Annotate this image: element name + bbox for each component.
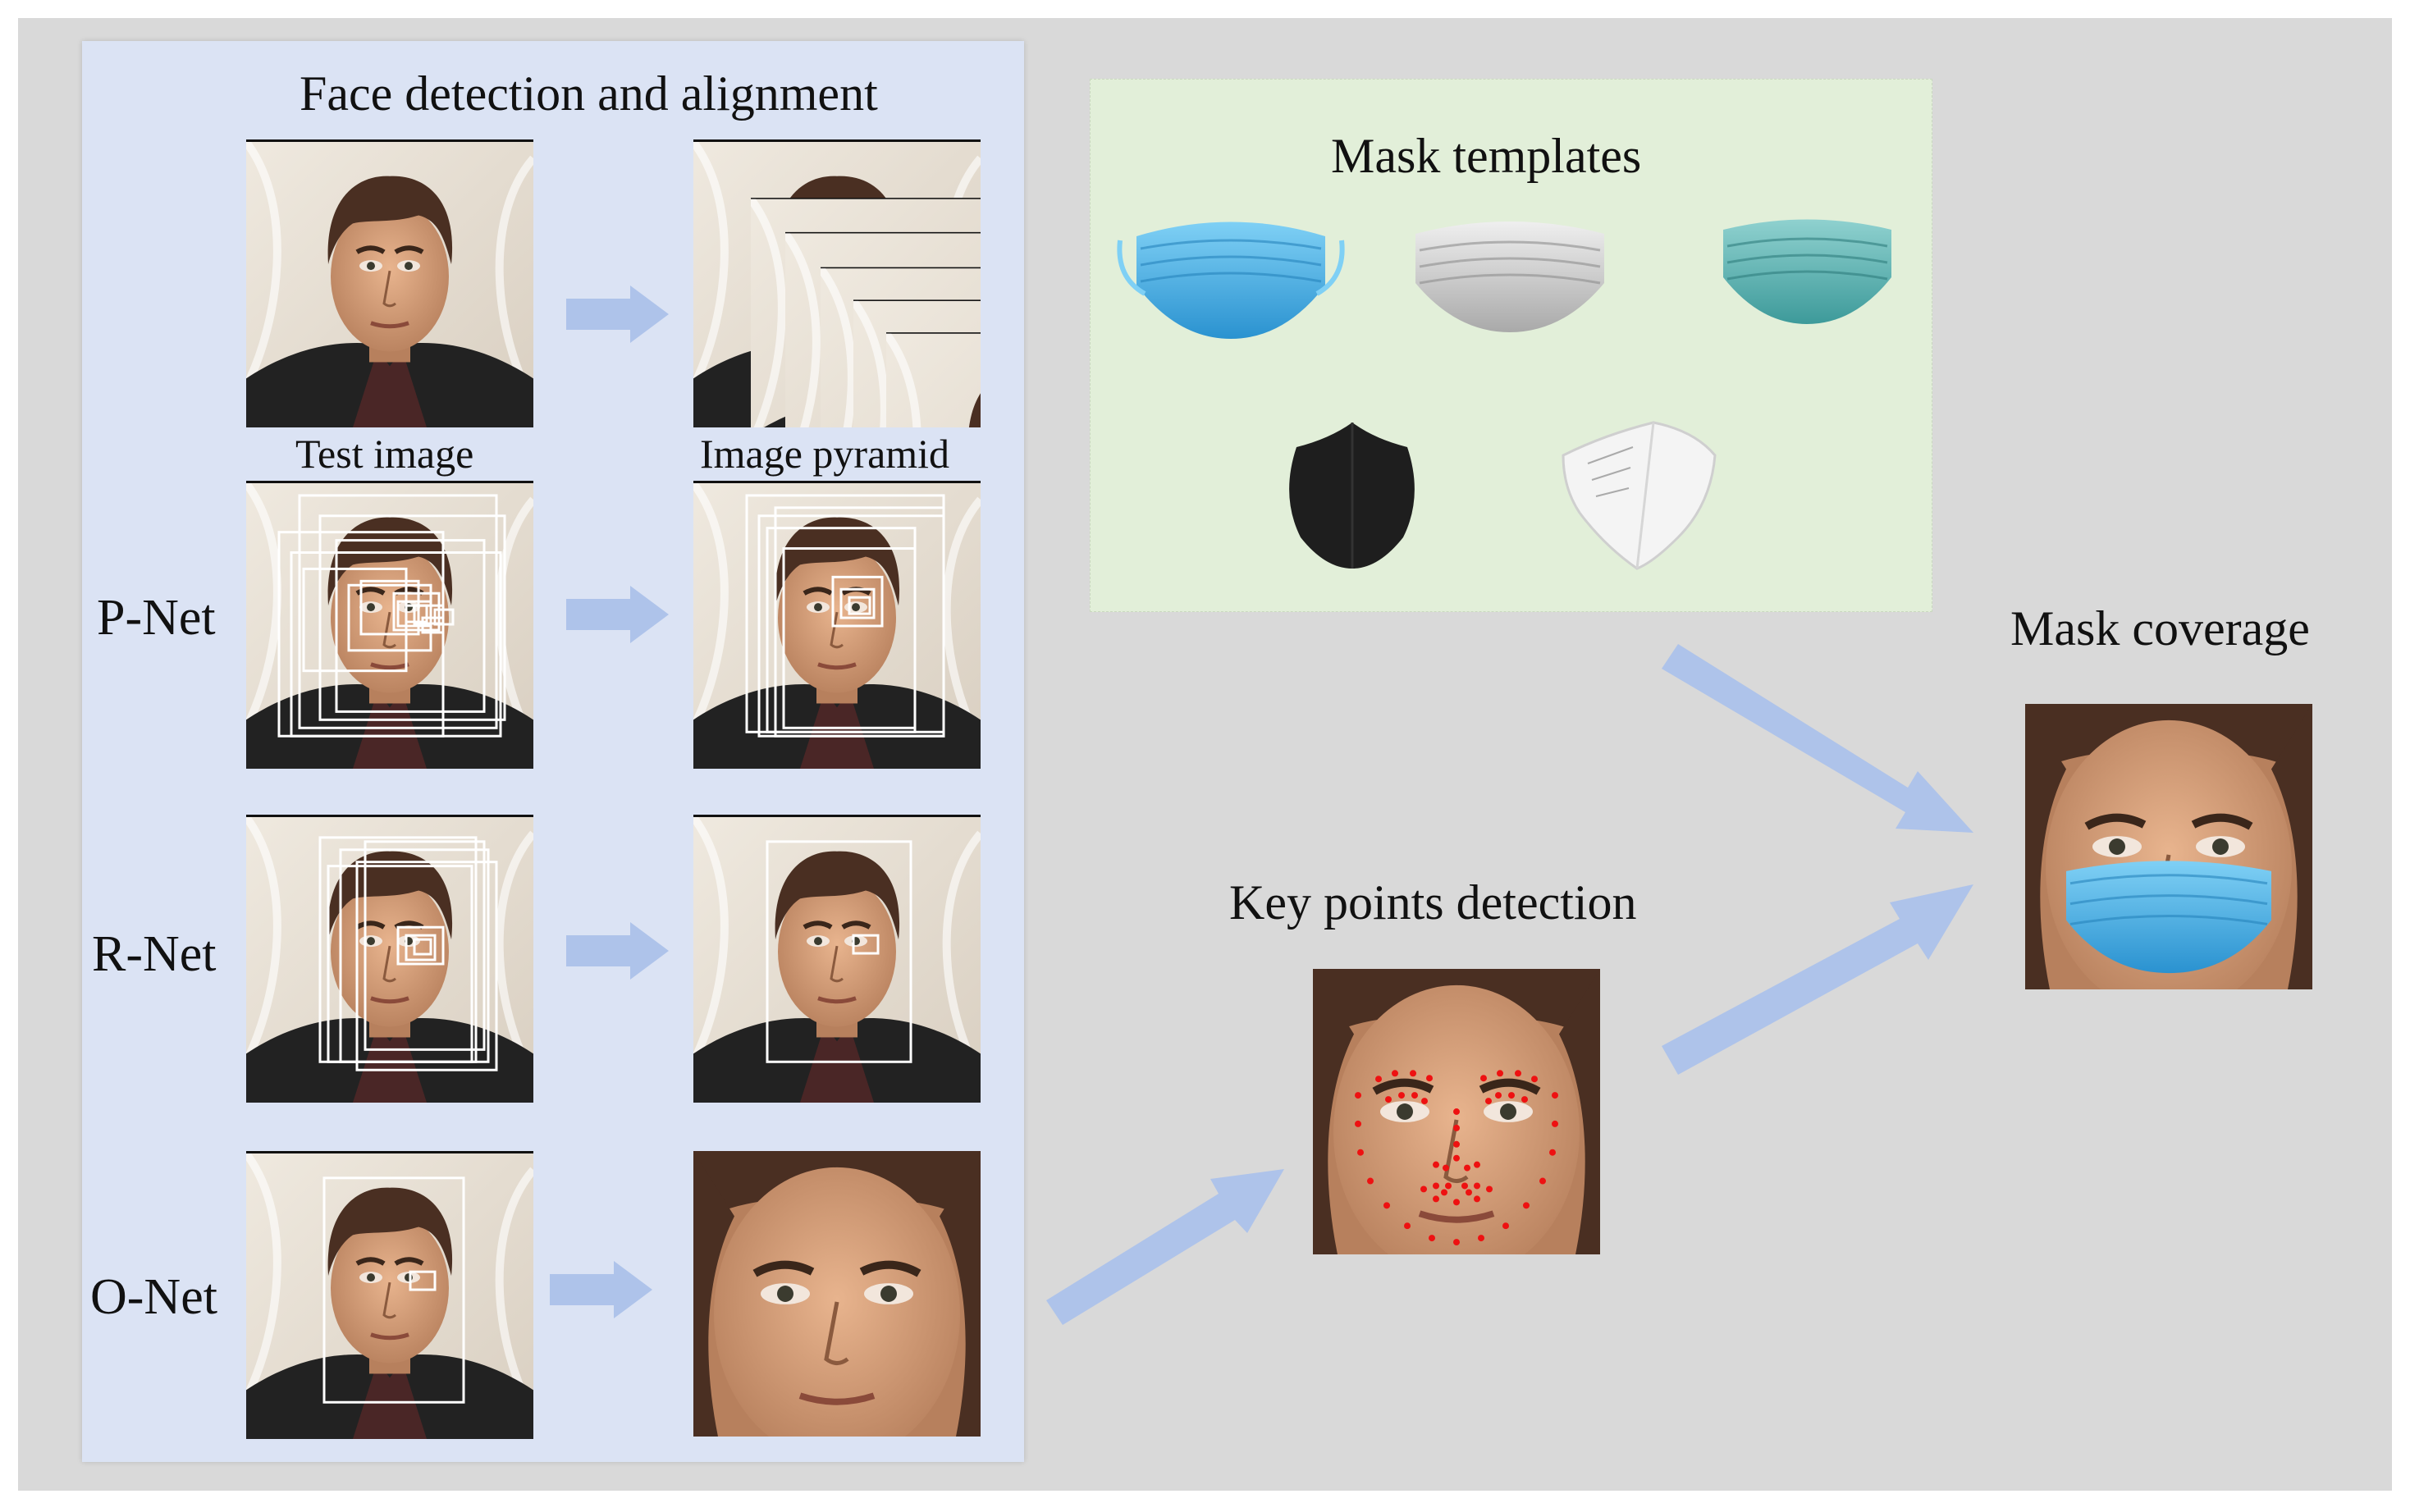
r-net-label: R-Net — [92, 926, 217, 982]
image-pyramid — [693, 139, 981, 427]
o-net-test-image — [246, 1151, 533, 1439]
mask-coverage-face-image — [2025, 704, 2312, 989]
key-points-face-image — [1313, 969, 1600, 1254]
p-net-output-image — [693, 481, 981, 769]
image-pyramid-label: Image pyramid — [700, 431, 950, 477]
arrow-right-4 — [550, 1261, 656, 1318]
test-image — [246, 139, 533, 427]
o-net-label: O-Net — [90, 1269, 217, 1325]
gray-surgical-mask-icon — [1399, 205, 1621, 336]
section-title: Face detection and alignment — [300, 66, 878, 121]
p-net-label: P-Net — [97, 590, 216, 646]
arrow-to-keypoints — [1046, 1144, 1292, 1325]
mask-templates-panel — [1090, 79, 1932, 612]
arrow-keypoints-to-coverage — [1662, 870, 1990, 1075]
arrow-templates-to-coverage — [1662, 644, 1990, 841]
p-net-test-image — [246, 481, 533, 769]
black-cloth-mask-icon — [1280, 423, 1424, 570]
white-kn95-mask-icon — [1555, 421, 1719, 570]
blue-surgical-mask-icon — [1117, 203, 1345, 343]
arrow-right-1 — [566, 285, 673, 343]
key-points-title: Key points detection — [1229, 875, 1637, 930]
mask-templates-title: Mask templates — [1331, 129, 1642, 183]
aligned-face-image — [693, 1151, 981, 1437]
facial-keypoints — [1355, 1070, 1558, 1246]
r-net-test-image — [246, 815, 533, 1103]
test-image-label: Test image — [295, 431, 474, 477]
teal-surgical-mask-icon — [1711, 205, 1904, 328]
arrow-right-3 — [566, 922, 673, 980]
r-net-output-image — [693, 815, 981, 1103]
mask-coverage-title: Mask coverage — [2010, 601, 2310, 656]
arrow-right-2 — [566, 586, 673, 643]
